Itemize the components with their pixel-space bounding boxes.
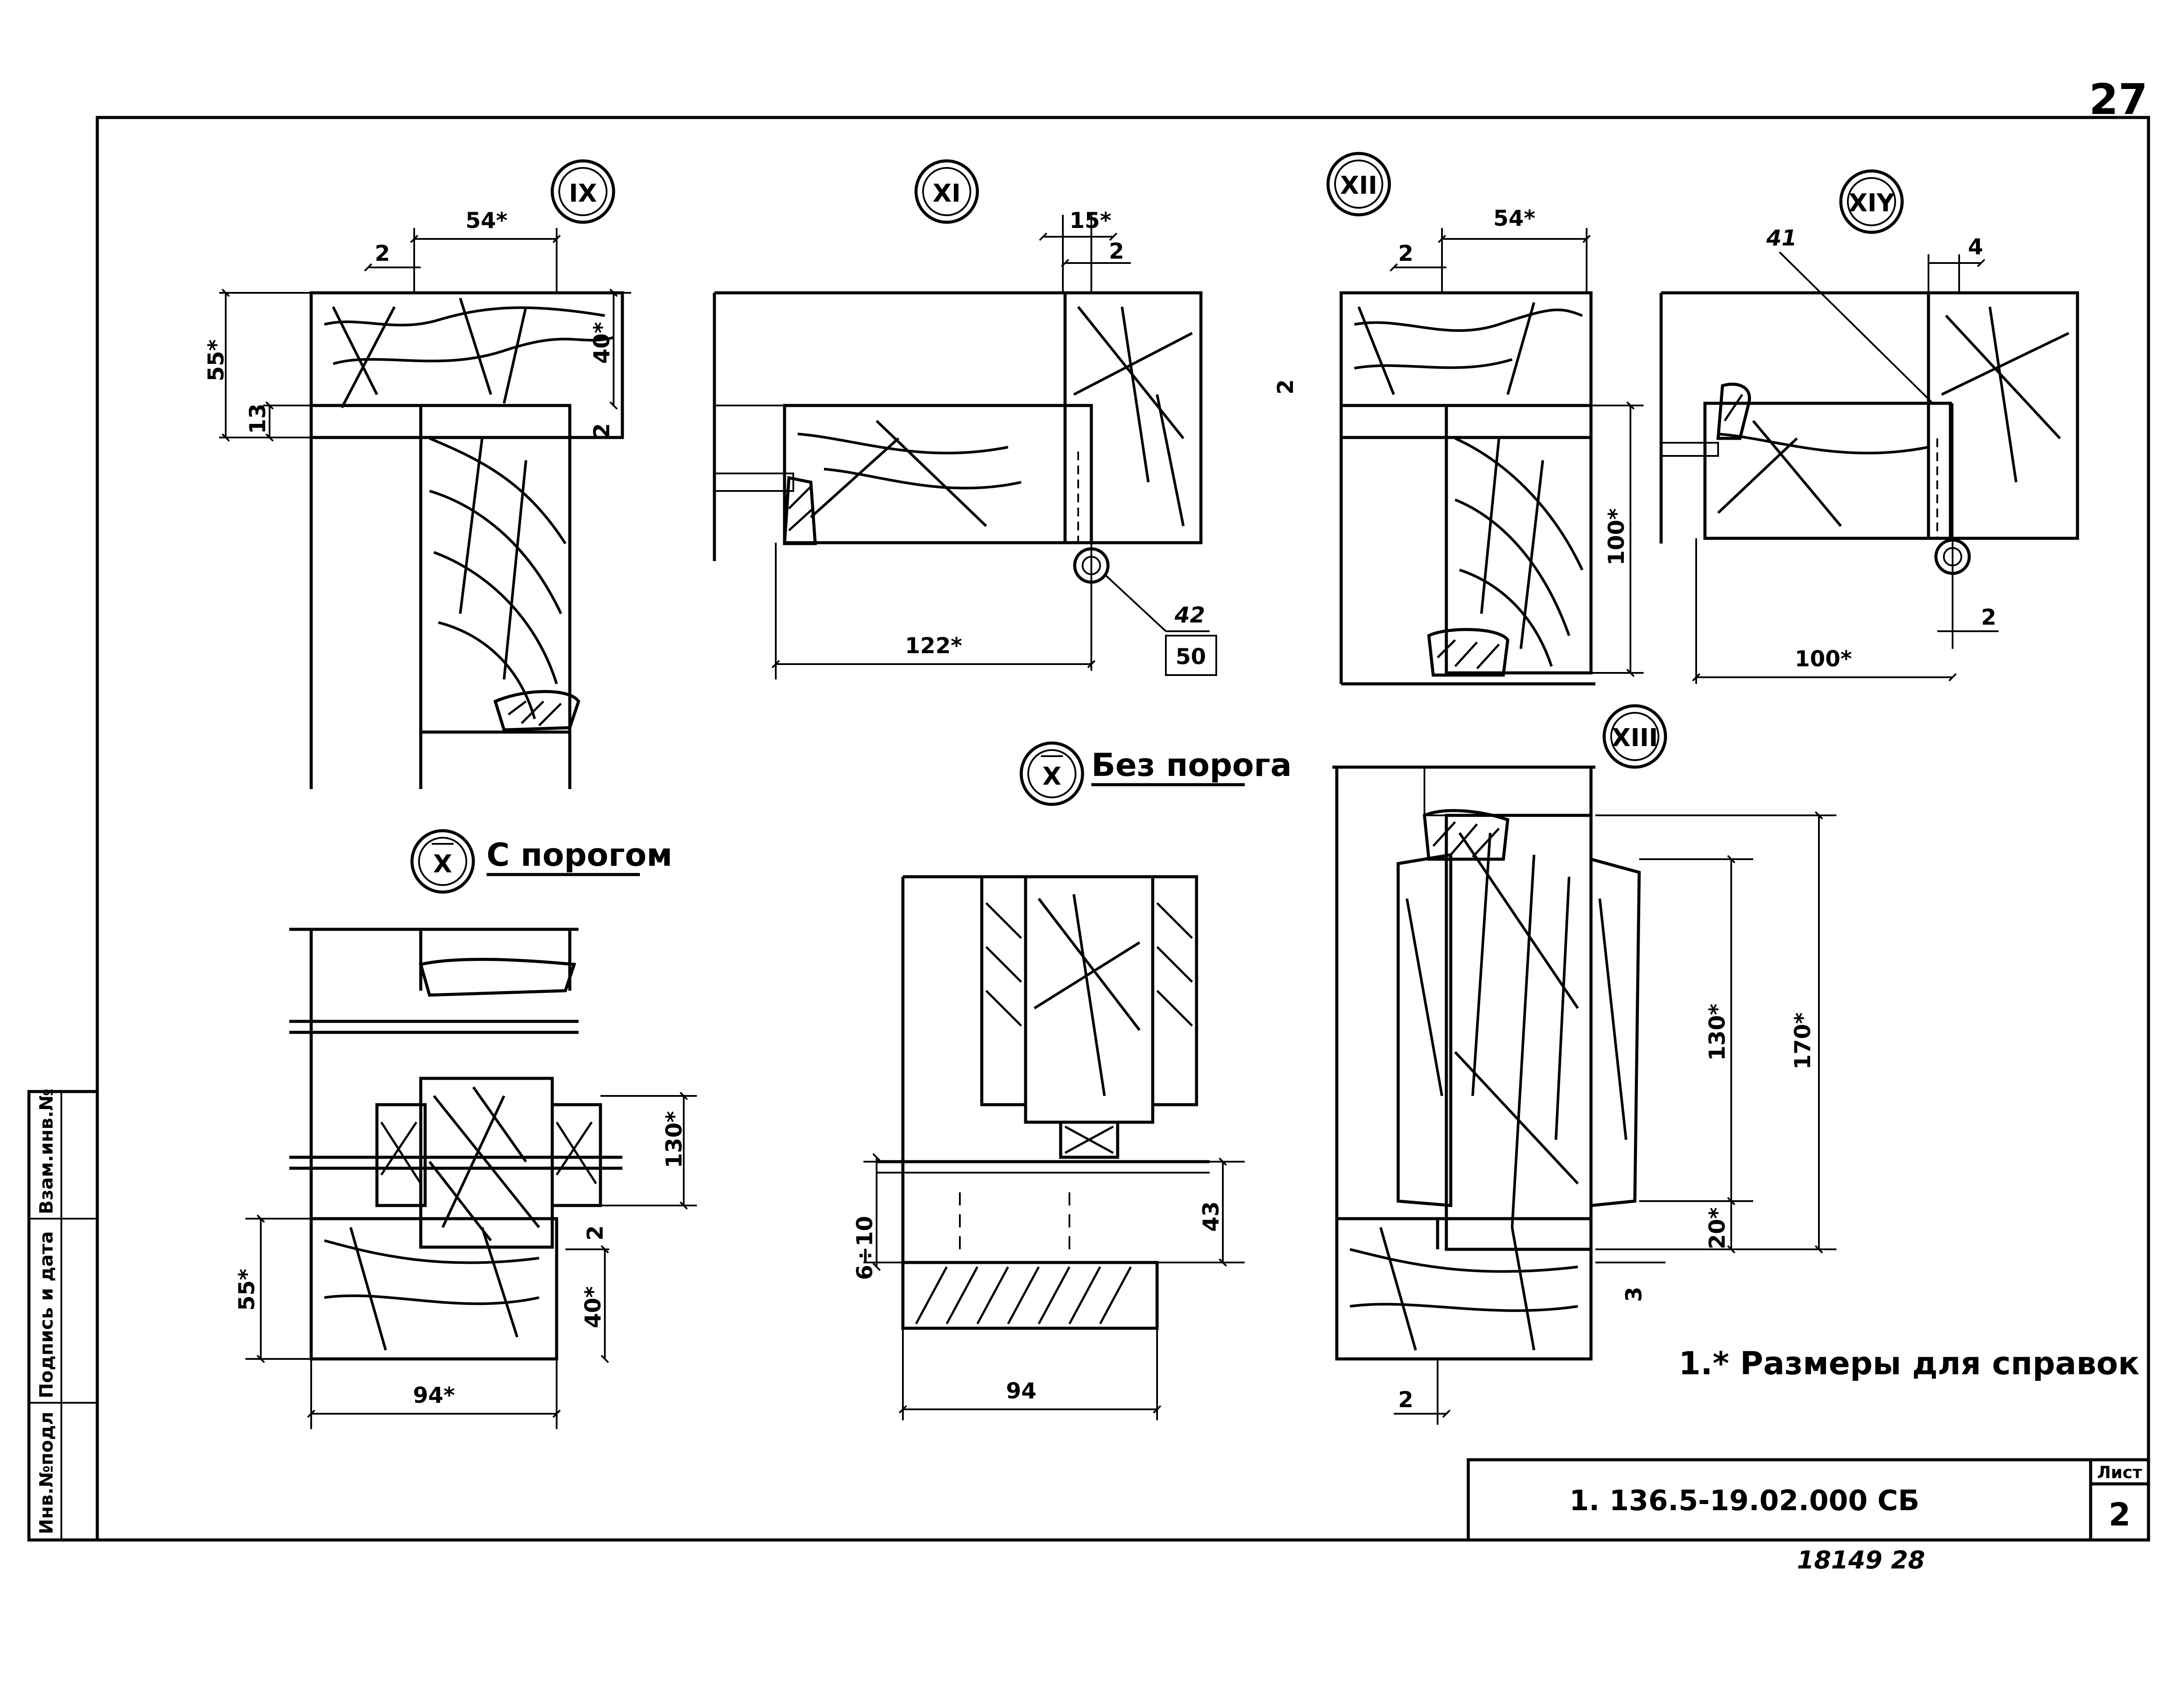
drawing-frame <box>96 116 2150 1542</box>
svg-text:2: 2 <box>1981 605 1996 630</box>
svg-text:13: 13 <box>245 403 270 434</box>
svg-text:3: 3 <box>1621 1287 1647 1302</box>
svg-text:15*: 15* <box>1069 208 1112 233</box>
caption-threshold: С порогом <box>487 836 672 873</box>
view-mark-xi: XI <box>914 159 979 224</box>
sash <box>419 404 572 734</box>
frame-jamb <box>1927 291 2079 540</box>
svg-text:130*: 130* <box>661 1111 687 1168</box>
svg-text:50: 50 <box>1175 644 1206 669</box>
frame-head <box>309 291 624 439</box>
side-stamp: Взам.инв.№ Подпись и дата Инв.№подл <box>27 1088 99 1542</box>
view-xi: XI 15* 2 122* 42 50 <box>713 159 1217 679</box>
sash <box>783 404 1093 544</box>
svg-text:100*: 100* <box>1795 646 1852 672</box>
view-mark-xiv: XIY <box>1839 169 1904 234</box>
svg-text:2: 2 <box>375 241 390 266</box>
view-mark-ix: IX <box>550 159 615 224</box>
svg-text:XIII: XIII <box>1612 724 1658 752</box>
sheet-label: Лист <box>2097 1463 2142 1482</box>
svg-text:43: 43 <box>1198 1201 1224 1232</box>
svg-text:20*: 20* <box>1705 1207 1730 1249</box>
footnote: 1.* Размеры для справок <box>1679 1345 2139 1382</box>
view-mark-x-no-threshold: X <box>1019 741 1084 806</box>
svg-text:130*: 130* <box>1705 1003 1730 1061</box>
svg-text:2: 2 <box>582 1225 608 1241</box>
view-xii: XII 54* 2 2 100* <box>1273 152 1644 686</box>
svg-text:55*: 55* <box>203 339 229 381</box>
view-x-no-threshold: X Без порога 6÷10 43 94 <box>852 741 1292 1420</box>
sill <box>1335 1217 1593 1361</box>
svg-text:4: 4 <box>1968 234 1983 260</box>
view-xiii: XIII 130* 170* 20* 3 2 <box>1332 704 1836 1425</box>
svg-text:XIY: XIY <box>1849 189 1895 217</box>
svg-text:X: X <box>433 850 452 878</box>
svg-text:2: 2 <box>589 423 614 438</box>
svg-text:2: 2 <box>1273 379 1298 395</box>
sash <box>1703 402 1952 540</box>
weatherstrip <box>1059 1120 1119 1159</box>
svg-text:41: 41 <box>1766 225 1797 251</box>
svg-text:X: X <box>1042 762 1061 791</box>
stamp-vzam-inv: Взам.инв.№ <box>36 1088 57 1214</box>
floor <box>901 1261 1159 1330</box>
caption-no-threshold: Без порога <box>1091 747 1292 783</box>
sheet-code: 1. 136.5-19.02.000 СБ <box>1570 1485 1920 1517</box>
frame-jamb <box>980 875 1027 1106</box>
view-mark-xiii: XIII <box>1602 704 1667 769</box>
svg-text:40*: 40* <box>580 1286 606 1328</box>
sill <box>309 1217 558 1361</box>
svg-text:122*: 122* <box>905 633 962 658</box>
frame-head <box>1339 291 1593 439</box>
svg-text:IX: IX <box>569 179 597 208</box>
svg-text:XI: XI <box>933 179 961 208</box>
stamp-inv-podl: Инв.№подл <box>36 1412 57 1534</box>
svg-text:94*: 94* <box>413 1383 455 1408</box>
view-mark-x-threshold: X <box>410 829 475 894</box>
page-number: 27 <box>2089 75 2148 124</box>
svg-text:2: 2 <box>1398 1387 1413 1412</box>
svg-text:42: 42 <box>1174 602 1205 628</box>
svg-text:100*: 100* <box>1604 508 1629 565</box>
view-mark-xii: XII <box>1326 152 1391 217</box>
sheet-number: 2 <box>2109 1496 2131 1533</box>
view-x-threshold: X С порогом 130* 2 40* 55* 94* <box>234 829 697 1429</box>
view-ix: IX 54* 2 55* 13 40* 2 <box>203 159 631 789</box>
svg-text:55*: 55* <box>234 1269 259 1311</box>
svg-text:2: 2 <box>1398 241 1413 266</box>
svg-text:2: 2 <box>1109 238 1124 264</box>
svg-text:54*: 54* <box>1493 206 1535 231</box>
svg-text:54*: 54* <box>465 208 508 233</box>
svg-text:6÷10: 6÷10 <box>852 1216 877 1280</box>
stamp-podpis-data: Подпись и дата <box>36 1231 57 1398</box>
svg-text:170*: 170* <box>1790 1012 1815 1070</box>
svg-text:94: 94 <box>1006 1378 1037 1404</box>
frame-jamb <box>1063 291 1203 544</box>
title-block: 1. 136.5-19.02.000 СБ Лист 2 <box>1467 1458 2150 1542</box>
view-xiv: XIY 4 41 100* 2 <box>1659 169 2079 684</box>
svg-text:XII: XII <box>1340 171 1378 200</box>
archive-number: 18149 28 <box>1797 1546 1925 1575</box>
sash <box>1445 404 1593 675</box>
threshold-block <box>375 1103 427 1207</box>
svg-text:40*: 40* <box>589 322 614 364</box>
